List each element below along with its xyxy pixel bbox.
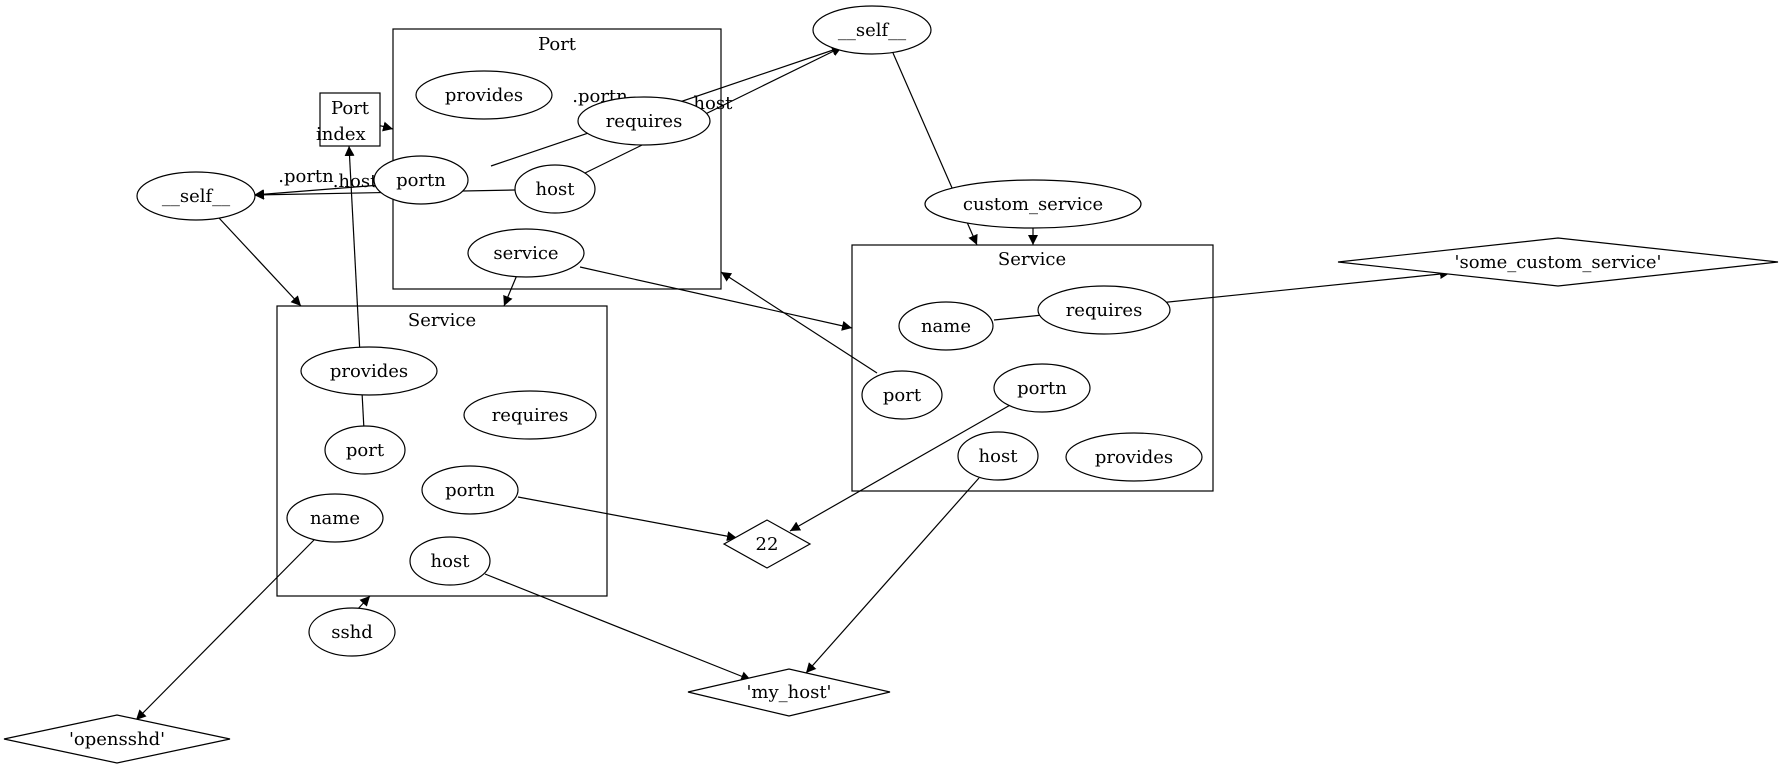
svc-left-host[interactable]: host (409, 536, 491, 586)
svg-text:'some_custom_service': 'some_custom_service' (1455, 252, 1662, 273)
node-custom-service[interactable]: custom_service (924, 179, 1142, 229)
svc-left-portn[interactable]: portn (421, 465, 519, 515)
svg-text:portn: portn (445, 480, 495, 501)
edge-service-to-service-left (503, 274, 518, 307)
port-index-title: Port (331, 98, 370, 119)
node-sshd[interactable]: sshd (308, 607, 396, 657)
svc-right-provides[interactable]: provides (1065, 432, 1203, 482)
svg-text:custom_service: custom_service (963, 194, 1103, 215)
port-host[interactable]: host (514, 164, 596, 214)
node-port-index[interactable]: Port index (316, 92, 381, 147)
svc-right-portn[interactable]: portn (993, 363, 1091, 413)
node-self-left[interactable]: __self__ (136, 171, 256, 221)
svg-text:provides: provides (330, 361, 408, 382)
edge-name-left-to-opensshd (135, 539, 315, 721)
node-some-custom-service[interactable]: 'some_custom_service' (1337, 237, 1779, 287)
svg-text:host: host (979, 446, 1019, 467)
svc-right-port[interactable]: port (861, 370, 943, 420)
port-cluster-title: Port (538, 34, 577, 55)
port-provides[interactable]: provides (415, 70, 553, 120)
edge-host-right-to-my-host (805, 477, 980, 674)
svc-left-name[interactable]: name (286, 493, 384, 543)
port-portn[interactable]: portn (373, 155, 469, 205)
svg-text:__self__: __self__ (838, 20, 906, 41)
svc-left-port[interactable]: port (324, 425, 406, 475)
edge-portn-left-to-22 (517, 496, 738, 542)
svg-text:port: port (346, 440, 385, 461)
svg-text:service: service (493, 243, 558, 264)
svg-text:'opensshd': 'opensshd' (69, 729, 165, 750)
svc-right-host[interactable]: host (957, 431, 1039, 481)
edge-label-portn-left: .portn (278, 166, 334, 187)
svc-left-requires[interactable]: requires (463, 390, 597, 440)
edge-service-to-service-right (579, 266, 853, 331)
node-self-top[interactable]: __self__ (812, 5, 932, 55)
edge-host-to-self-top (582, 46, 843, 175)
svg-text:sshd: sshd (331, 622, 373, 643)
node-22[interactable]: 22 (722, 519, 812, 569)
node-my-host[interactable]: 'my_host' (687, 668, 891, 717)
svg-text:requires: requires (492, 405, 569, 426)
service-cluster-right-title: Service (998, 249, 1066, 270)
svg-text:__self__: __self__ (162, 186, 230, 207)
svg-text:port: port (883, 385, 922, 406)
edge-self-left-to-service-left (218, 217, 302, 307)
svc-left-provides[interactable]: provides (300, 346, 438, 396)
port-service[interactable]: service (467, 228, 585, 278)
svc-right-name[interactable]: name (898, 301, 994, 351)
svc-right-requires[interactable]: requires (1037, 285, 1171, 335)
svg-text:portn: portn (396, 170, 446, 191)
port-index-label: index (316, 124, 366, 145)
service-cluster-left-title: Service (408, 310, 476, 331)
svg-text:provides: provides (445, 85, 523, 106)
svg-text:provides: provides (1095, 447, 1173, 468)
svg-text:'my_host': 'my_host' (746, 682, 831, 703)
edge-host-left-to-my-host (484, 573, 752, 681)
port-cluster (392, 28, 722, 290)
svg-text:host: host (431, 551, 471, 572)
edge-portn-right-to-22 (789, 403, 1013, 532)
node-opensshd[interactable]: 'opensshd' (3, 714, 231, 764)
svg-text:host: host (536, 179, 576, 200)
svg-text:22: 22 (756, 534, 779, 555)
edge-label-host-left: .host (333, 171, 378, 192)
service-cluster-left (276, 305, 608, 597)
svg-text:requires: requires (1066, 300, 1143, 321)
port-requires[interactable]: requires (577, 96, 711, 146)
svg-text:portn: portn (1017, 378, 1067, 399)
svg-text:name: name (921, 316, 971, 337)
edge-port-right-to-port-cluster (720, 271, 878, 374)
svg-text:requires: requires (606, 111, 683, 132)
svg-text:name: name (310, 508, 360, 529)
